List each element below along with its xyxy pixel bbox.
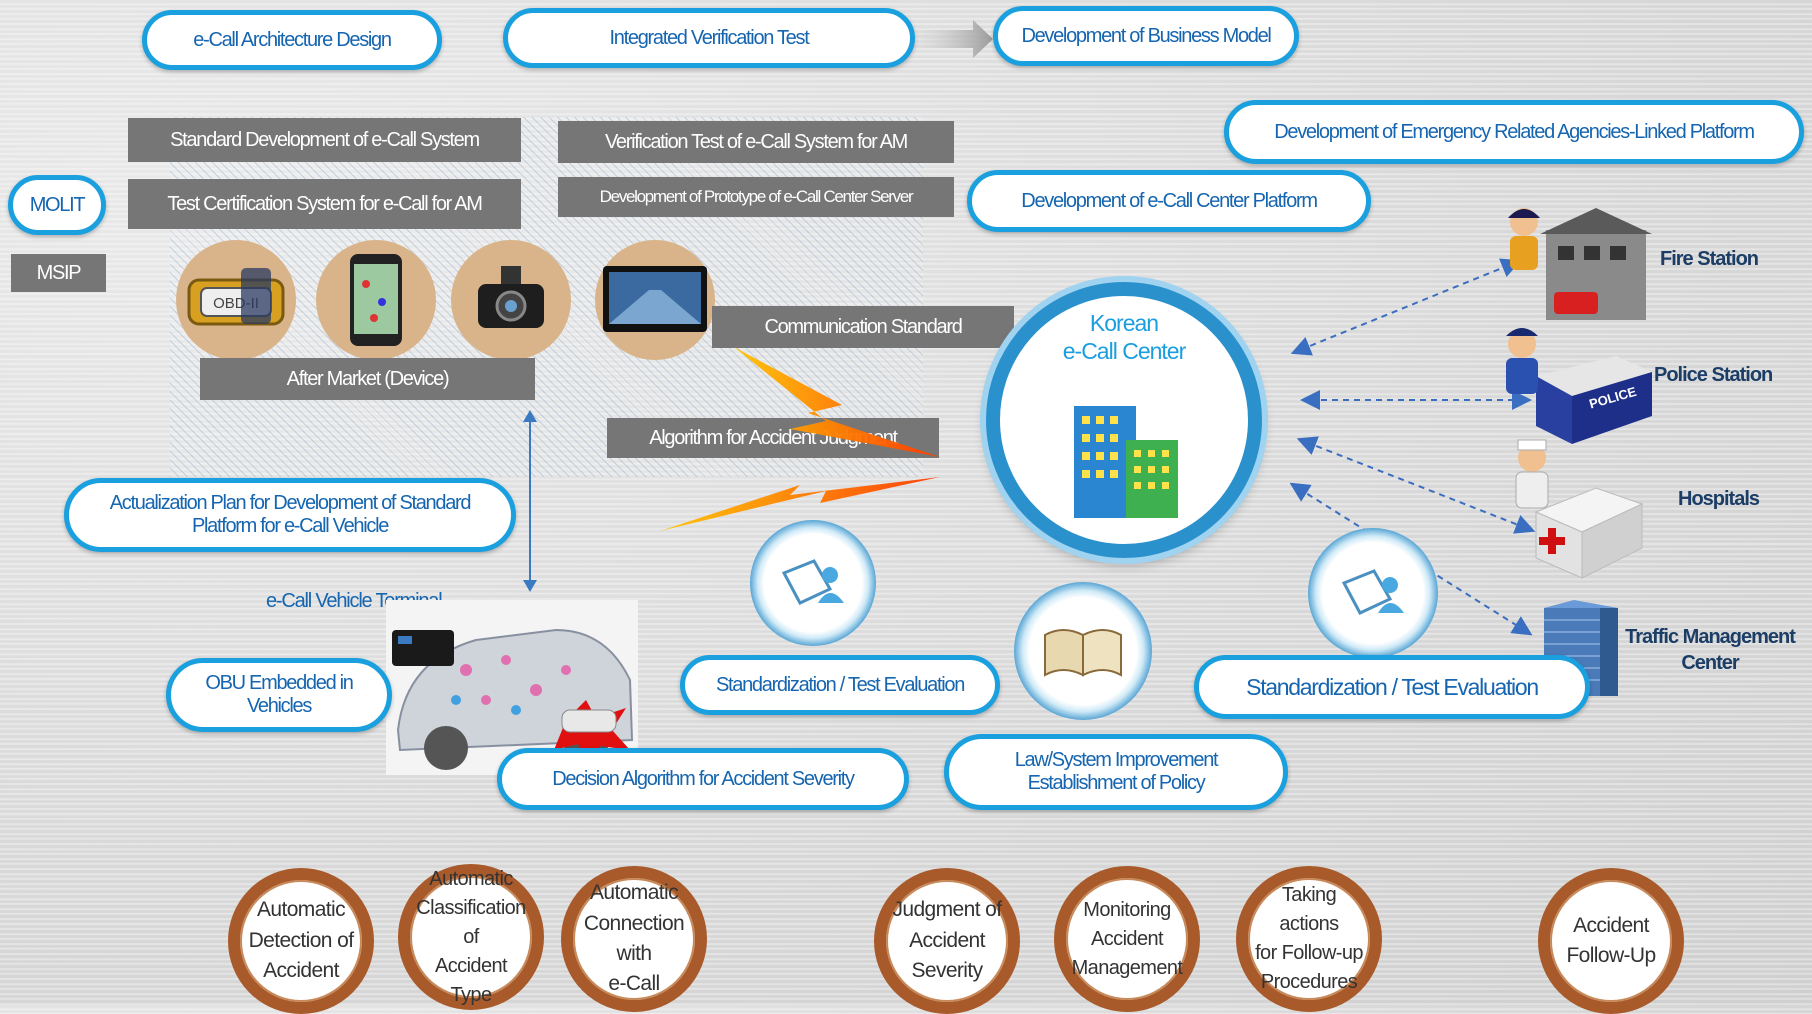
fire-station-label: Fire Station: [1660, 248, 1759, 270]
fire-station-icon: [1508, 208, 1652, 320]
law-system-improvement-pill[interactable]: Law/System Improvement Establishment of …: [944, 734, 1288, 810]
center-title-line1: Korean: [1089, 310, 1159, 336]
navigation-device-image: [595, 240, 715, 360]
molit-pill[interactable]: MOLIT: [8, 175, 106, 235]
law-line1: Law/System Improvement: [1014, 749, 1219, 771]
actualization-line1: Actualization Plan for Development of St…: [109, 492, 472, 514]
clipboard-person-icon: [1341, 569, 1404, 615]
korean-ecall-center-circle[interactable]: Korean e-Call Center: [986, 282, 1262, 558]
smartphone-icon: [350, 254, 402, 346]
ecall-center-platform-pill[interactable]: Development of e-Call Center Platform: [967, 170, 1371, 232]
integrated-verification-test-pill[interactable]: Integrated Verification Test: [503, 8, 915, 68]
standardization-evaluation-icon-mid: [750, 520, 876, 646]
test-certification-box[interactable]: Test Certification System for e-Call for…: [128, 179, 521, 229]
msip-box[interactable]: MSIP: [11, 254, 106, 292]
emergency-agencies-platform-pill[interactable]: Development of Emergency Related Agencie…: [1224, 100, 1804, 164]
prototype-server-box[interactable]: Development of Prototype of e-Call Cente…: [558, 177, 954, 217]
traffic-management-label-line1: Traffic Management: [1625, 626, 1796, 648]
actualization-plan-pill[interactable]: Actualization Plan for Development of St…: [64, 478, 516, 552]
buildings-icon: [1074, 406, 1178, 518]
standardization-evaluation-icon-right: [1308, 528, 1438, 658]
lightning-bolt-icon: [660, 347, 940, 531]
standard-development-box[interactable]: Standard Development of e-Call System: [128, 118, 521, 162]
traffic-management-label-line2: Center: [1681, 652, 1739, 674]
obu-line2: Vehicles: [246, 695, 312, 717]
actualization-line2: Platform for e-Call Vehicle: [191, 515, 389, 537]
standardization-test-evaluation-pill-mid[interactable]: Standardization / Test Evaluation: [680, 655, 1000, 715]
dashcam-icon: [478, 266, 544, 328]
double-arrow-vertical-icon: [523, 410, 537, 592]
obu-embedded-pill[interactable]: OBU Embedded in Vehicles: [166, 658, 392, 732]
navigation-icon: [603, 266, 707, 332]
decision-algorithm-pill[interactable]: Decision Algorithm for Accident Severity: [497, 748, 909, 810]
hospital-icon: [1515, 439, 1644, 579]
open-book-icon: [1044, 629, 1122, 677]
obd-device-image: OBD-II: [176, 240, 296, 360]
after-market-box[interactable]: After Market (Device): [200, 358, 535, 400]
standardization-test-evaluation-pill-right[interactable]: Standardization / Test Evaluation: [1194, 655, 1590, 719]
algorithm-accident-judgment-box[interactable]: Algorithm for Accident Judgment: [607, 418, 939, 458]
obu-line1: OBU Embedded in: [205, 672, 354, 694]
arrow-right-icon: [915, 20, 993, 58]
police-station-icon: POLICE: [1506, 328, 1652, 444]
ecall-architecture-design-pill[interactable]: e-Call Architecture Design: [142, 10, 442, 70]
development-of-business-model-pill[interactable]: Development of Business Model: [993, 6, 1299, 66]
law-book-icon-ring: [1014, 582, 1152, 720]
center-title-line2: e-Call Center: [1062, 338, 1187, 364]
police-station-label: Police Station: [1654, 364, 1773, 386]
verification-test-box[interactable]: Verification Test of e-Call System for A…: [558, 121, 954, 163]
obd-icon: OBD-II: [187, 268, 285, 326]
clipboard-person-icon: [781, 559, 844, 605]
communication-standard-box[interactable]: Communication Standard: [712, 306, 1014, 348]
smartphone-device-image: [316, 240, 436, 360]
dashcam-device-image: [451, 240, 571, 360]
car-cutaway-image: [386, 600, 638, 775]
law-line2: Establishment of Policy: [1027, 772, 1206, 794]
hospitals-label: Hospitals: [1678, 488, 1760, 510]
